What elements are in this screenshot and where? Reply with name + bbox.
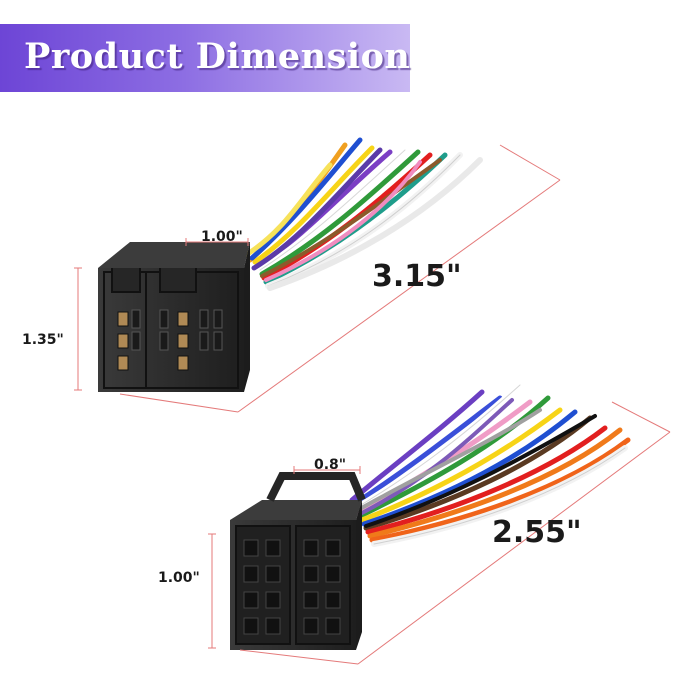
top-connector: 1.00" 1.35" 3.15" [22,137,561,413]
bottom-dimension-lines [208,401,671,665]
top-wire-bundle [243,137,483,291]
bottom-connector-body [230,472,366,650]
bottom-length-label: 2.55" [492,515,582,550]
top-width-label: 1.00" [201,229,243,245]
top-connector-body [98,242,250,392]
bottom-wire-bundle [349,382,631,547]
title-banner: Product Dimension [0,24,410,92]
top-dimension-lines [74,144,561,413]
bottom-width-label: 0.8" [314,457,346,473]
bottom-connector: 0.8" 1.00" 2.55" [158,382,671,665]
top-height-label: 1.35" [22,332,64,348]
banner-title: Product Dimension [24,36,411,77]
top-length-label: 3.15" [372,259,462,294]
bottom-height-label: 1.00" [158,570,200,586]
